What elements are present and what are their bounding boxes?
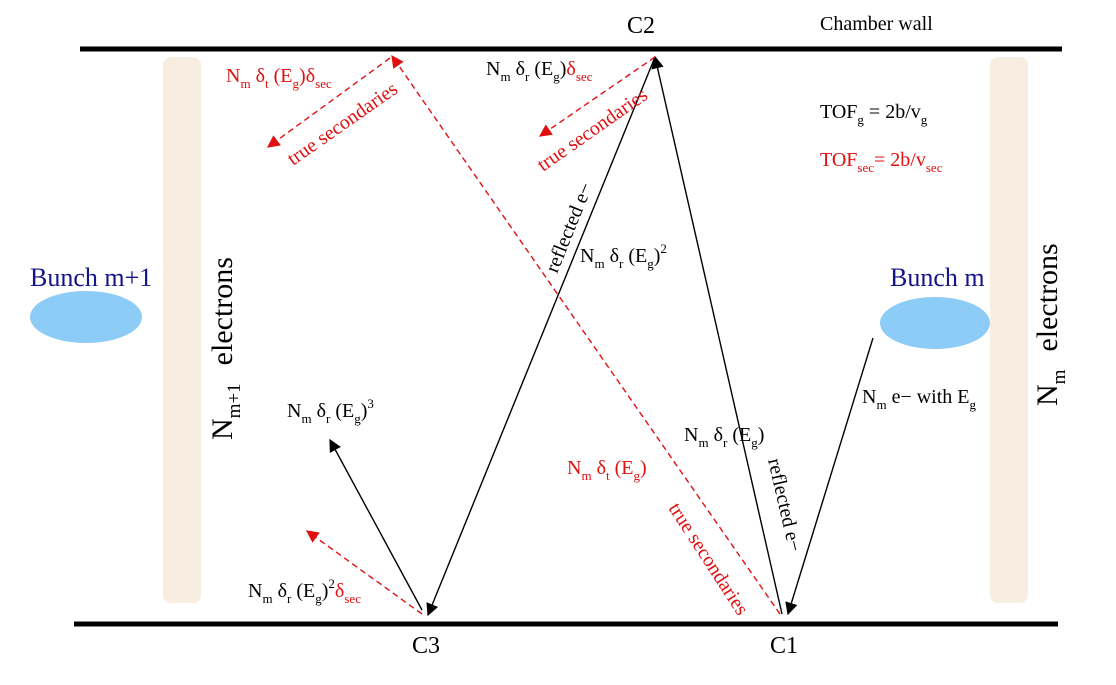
path-c1-to-c2	[651, 55, 783, 615]
label-c1-true: Nm δt (Eg)	[567, 457, 647, 483]
tof-g: TOFg = 2b/vg	[820, 101, 928, 127]
label-c2-top: Nm δr (Eg)δsec	[486, 58, 593, 84]
node-c2: C2	[627, 13, 655, 39]
label-c1-reflect: Nm δr (Eg)	[684, 424, 764, 450]
path-c2-true-sec	[538, 56, 656, 137]
bunch-m1-label: Bunch m+1	[30, 263, 152, 292]
bunch-m-ellipse	[880, 297, 990, 349]
label-c3-bottom: Nm δr (Eg)2δsec	[248, 576, 361, 606]
path-c1-true-sec	[391, 54, 781, 615]
label-true-sec-c1: true secondaries	[664, 499, 753, 620]
electron-band-right	[990, 57, 1028, 603]
path-left-true-sec	[266, 57, 391, 148]
path-c3-reflect	[329, 438, 423, 611]
band-right-label: Nmelectrons	[1031, 243, 1070, 406]
chamber-wall-label: Chamber wall	[820, 13, 933, 35]
label-left-top: Nm δt (Eg)δsec	[226, 65, 332, 91]
label-c3-reflect: Nm δr (Eg)3	[287, 396, 374, 426]
path-incoming	[785, 337, 874, 616]
label-true-sec-c2: true secondaries	[533, 84, 652, 176]
path-c2-to-c3	[426, 56, 656, 617]
label-reflected-c1c2: reflected e−	[763, 456, 806, 554]
node-c3: C3	[412, 633, 440, 659]
electron-band-left	[163, 57, 201, 603]
path-c3-true-sec	[305, 530, 423, 615]
band-left-label: Nm+1electrons	[206, 257, 245, 440]
label-true-sec-left: true secondaries	[283, 78, 402, 170]
node-c1: C1	[770, 633, 798, 659]
label-incoming: Nm e− with Eg	[862, 386, 977, 412]
bunch-m-label: Bunch m	[890, 263, 985, 292]
bunch-m1-ellipse	[30, 291, 142, 343]
tof-sec: TOFsec= 2b/vsec	[820, 149, 943, 175]
label-c2-reflect: Nm δr (Eg)2	[580, 241, 667, 271]
